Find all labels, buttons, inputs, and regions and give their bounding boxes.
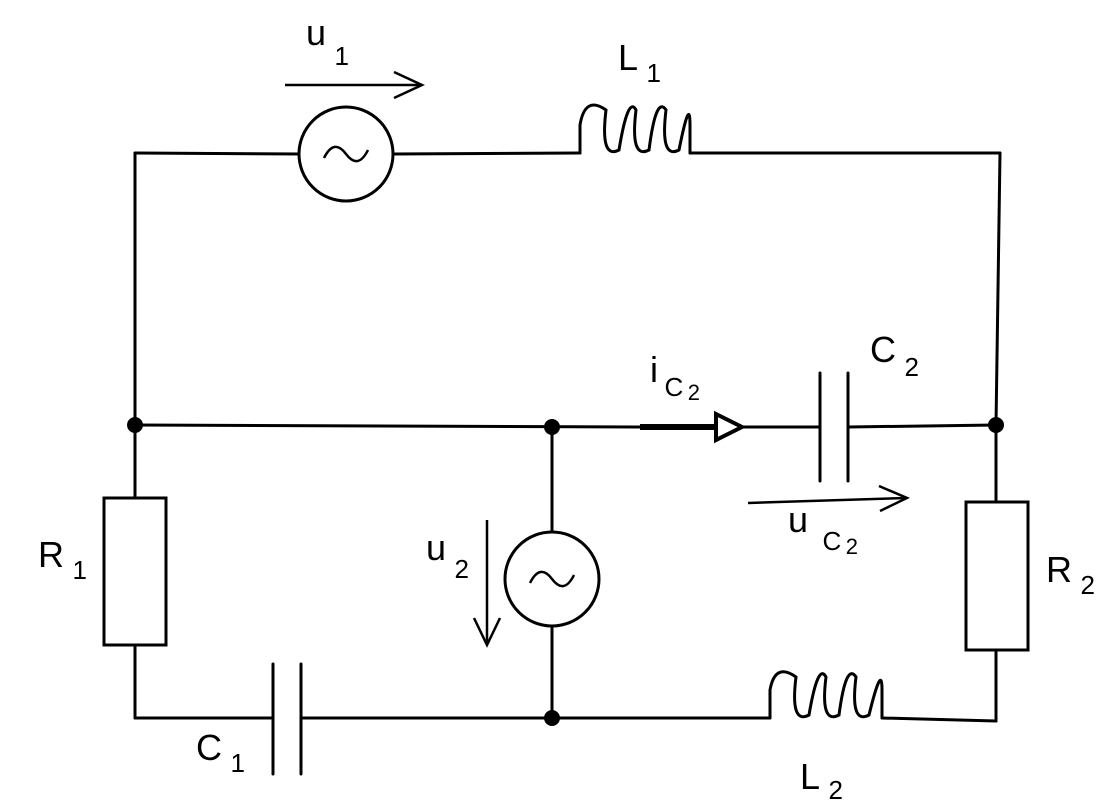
sine-icon (322, 145, 370, 163)
capacitor-c1 (271, 662, 303, 776)
nodes (127, 417, 1004, 726)
arrow-right-icon (878, 484, 911, 513)
wire-middle-left (133, 423, 642, 429)
voltage-arrow-u1 (285, 70, 425, 100)
inductor-l2 (768, 670, 884, 720)
current-arrow-head-icon (714, 410, 747, 444)
inductor-l2-coil (768, 670, 884, 720)
wire-bottom-right (880, 716, 998, 723)
arrow-down-icon (472, 617, 502, 648)
voltage-arrow-uc2 (747, 484, 911, 513)
voltage-arrow-uc2-shaft (747, 496, 907, 505)
label-ic2: i C 2 (650, 349, 700, 405)
node-right (988, 417, 1004, 433)
sine-icon (528, 570, 576, 588)
wire-top-mid (391, 151, 582, 156)
ac-source-u1 (297, 105, 395, 203)
capacitor-c2 (818, 371, 850, 483)
wires (133, 151, 1002, 723)
resistor-r2 (964, 500, 1030, 652)
current-arrow-ic2 (640, 410, 747, 444)
label-uc2: u C 2 (788, 499, 858, 559)
node-center-top (544, 419, 560, 435)
label-u2: u 2 (426, 527, 469, 584)
wire-right-top (994, 151, 1002, 427)
voltage-arrow-u2 (472, 520, 502, 648)
inductor-l1-coil (578, 103, 692, 155)
inductor-l1 (578, 103, 692, 155)
resistor-r1 (102, 496, 168, 647)
label-c1: C 1 (196, 727, 245, 778)
label-c2: C 2 (870, 329, 919, 382)
ac-source-u2 (503, 530, 601, 628)
arrow-right-icon (393, 70, 425, 100)
label-u1: u 1 (306, 12, 349, 71)
wire-top-left (133, 151, 302, 156)
wire-c2-to-right (846, 423, 998, 429)
label-r2: R 2 (1046, 549, 1095, 600)
label-l1: L 1 (618, 37, 661, 88)
label-r1: R 1 (38, 534, 87, 585)
node-center-bottom (544, 710, 560, 726)
node-left (127, 417, 143, 433)
label-l2: L 2 (800, 756, 843, 805)
